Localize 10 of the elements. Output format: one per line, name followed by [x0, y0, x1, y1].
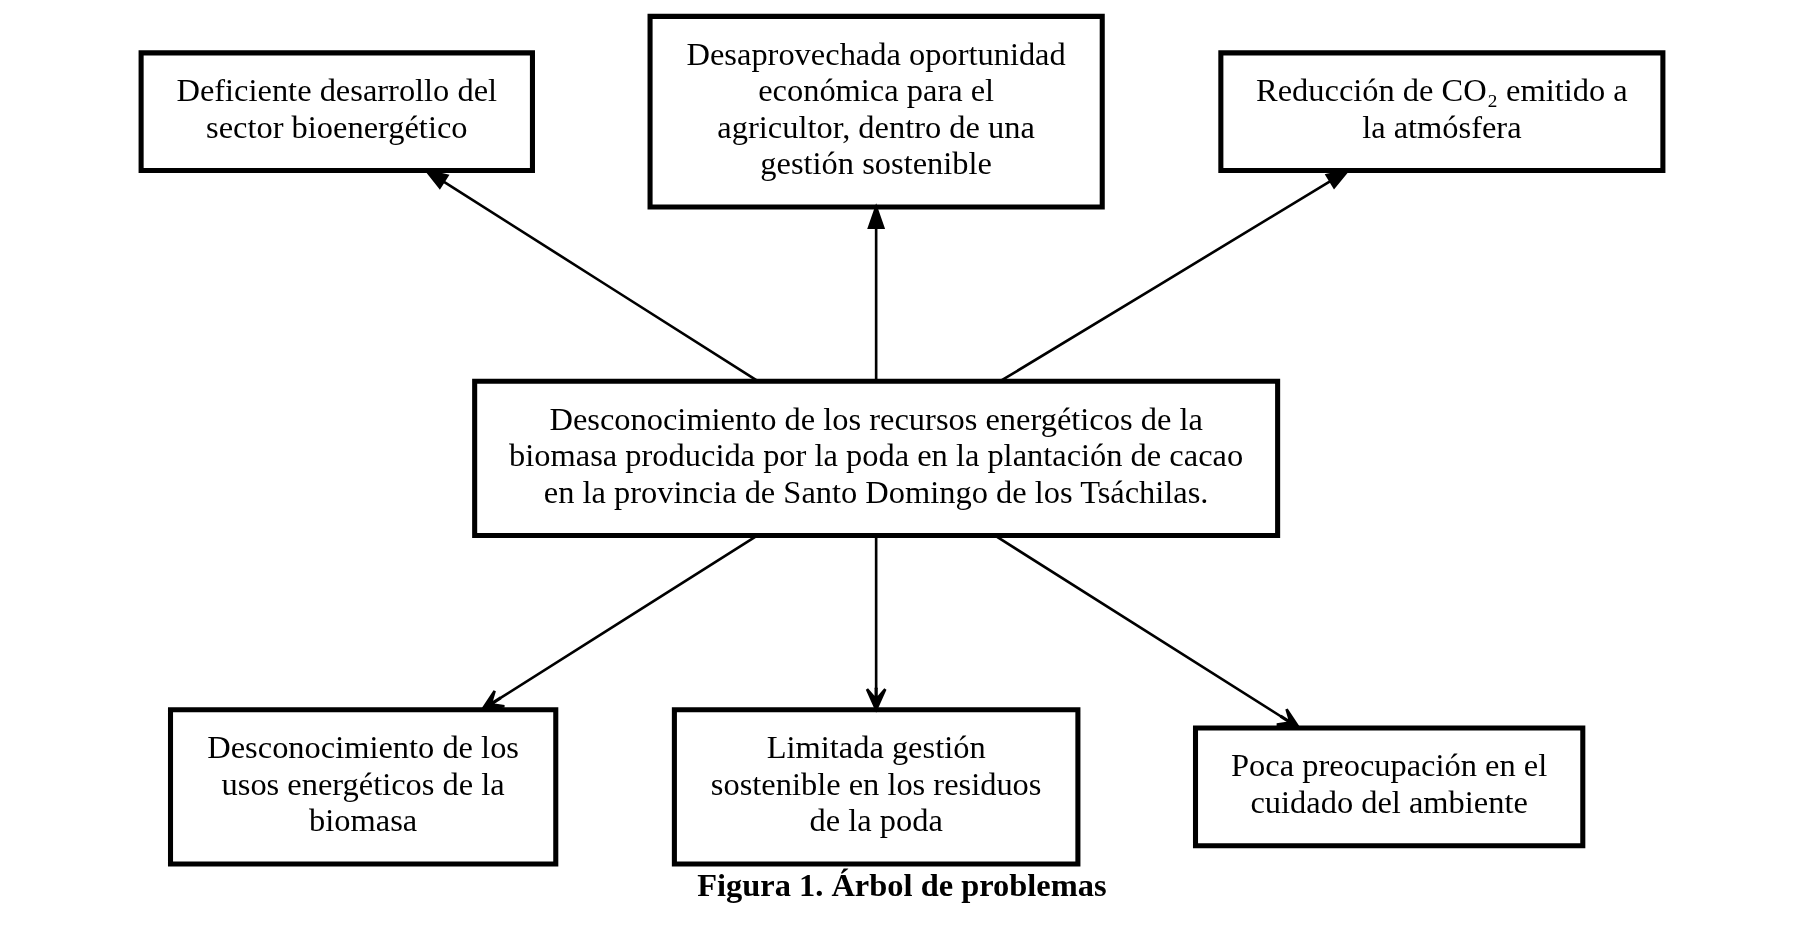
arrow: [866, 203, 885, 382]
node-box: Desconocimiento de los usos energéticos de la biomasa: [167, 707, 558, 867]
caption: Figura 1. Árbol de problemas: [696, 866, 1107, 903]
node-box: Desconocimiento de los recursos energéticos de la biomasa producida por la poda en la plantación de cacao en la provincia de Santo Domingo de los Tsáchilas.: [471, 378, 1280, 538]
node-box: Deficiente desarrollo del sector bioenergético: [138, 50, 535, 173]
arrow: [865, 535, 887, 711]
node-box: Limitada gestión sostenible en los residuos de la poda: [671, 707, 1080, 867]
node-box: Poca preocupación en el cuidado del ambiente: [1192, 725, 1585, 849]
node-box: Desaprovechada oportunidad económica para el agricultor, dentro de una gestión sostenible: [647, 13, 1105, 210]
node-box: Reducción de CO₂ emitido a la atmósfera: [1217, 50, 1665, 173]
